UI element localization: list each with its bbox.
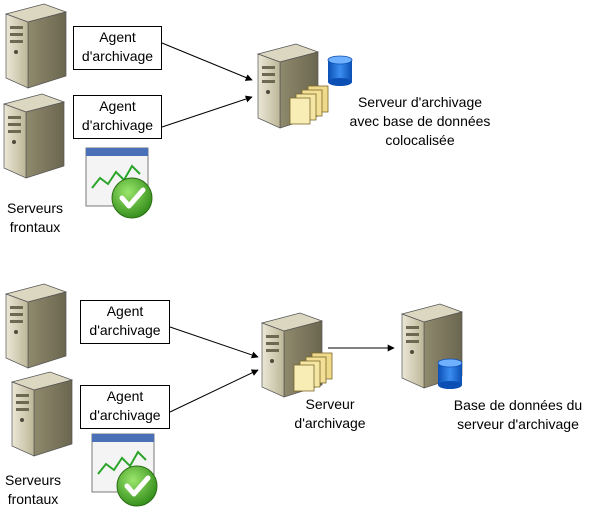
arrow-agent-to-server <box>161 42 253 81</box>
agent-label-line: d'archivage <box>81 48 154 64</box>
label-line: Serveur <box>305 396 355 412</box>
front-end-server-icon <box>11 371 73 457</box>
arrow-agent-to-server <box>161 95 253 128</box>
archiving-agent-box: Agent d'archivage <box>80 300 170 344</box>
archiving-agent-box: Agent d'archivage <box>73 95 162 139</box>
arrow-agent-to-server <box>169 369 259 413</box>
archive-server-label: Serveur d'archivage <box>280 395 380 433</box>
database-icon <box>437 358 463 390</box>
archive-server-label: Serveur d'archivage avec base de données… <box>340 93 500 150</box>
label-line: Serveurs <box>6 200 64 216</box>
agent-label-line: d'archivage <box>89 322 161 338</box>
front-end-server-icon <box>5 3 67 89</box>
check-icon <box>112 178 152 218</box>
label-line: avec base de données <box>349 113 491 129</box>
label-line: serveur d'archivage <box>457 416 579 432</box>
database-label: Base de données du serveur d'archivage <box>440 396 596 434</box>
archiving-agent-box: Agent d'archivage <box>80 385 170 429</box>
front-end-servers-label: Serveurs frontaux <box>0 471 66 509</box>
agent-label-line: d'archivage <box>89 407 161 423</box>
label-line: d'archivage <box>294 415 366 431</box>
archiving-agent-box: Agent d'archivage <box>73 26 162 70</box>
agent-label-line: Agent <box>106 388 144 404</box>
agent-label-line: Agent <box>106 303 144 319</box>
front-end-servers-label: Serveurs frontaux <box>0 199 70 237</box>
label-line: Base de données du <box>453 397 583 413</box>
arrow-agent-to-server <box>169 326 259 359</box>
database-icon <box>327 55 353 87</box>
agent-label-line: d'archivage <box>81 117 154 133</box>
front-end-server-icon <box>3 93 65 179</box>
label-line: Serveurs <box>4 472 62 488</box>
agent-label-line: Agent <box>99 98 136 114</box>
front-end-server-icon <box>5 283 67 369</box>
agent-label-line: Agent <box>99 29 136 45</box>
label-line: colocalisée <box>385 132 455 148</box>
label-line: Serveur d'archivage <box>357 94 483 110</box>
label-line: frontaux <box>7 491 59 507</box>
check-icon <box>117 466 157 506</box>
label-line: frontaux <box>9 219 61 235</box>
